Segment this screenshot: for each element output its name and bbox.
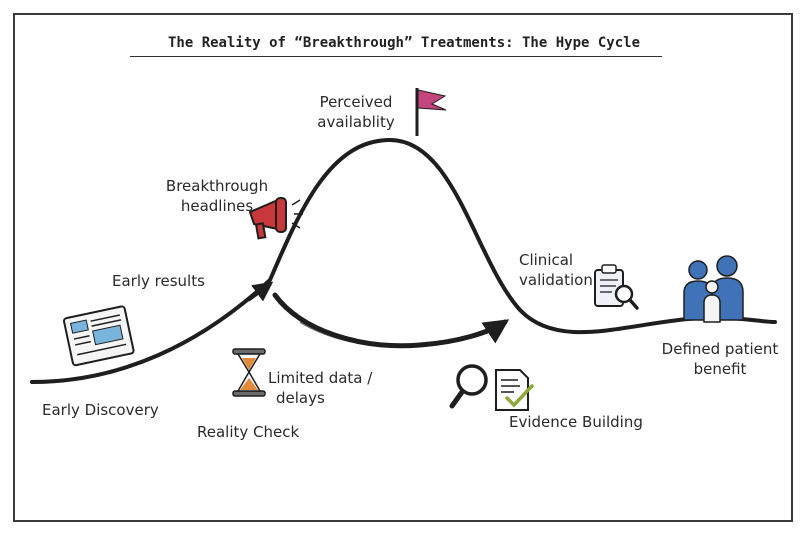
defined-patient-benefit-label: Defined patient benefit (661, 340, 779, 378)
evidence-building-label: Evidence Building (509, 413, 643, 431)
diagram-frame (13, 13, 793, 522)
clipboard-search-icon (594, 264, 639, 310)
title-underline (130, 56, 662, 57)
newspaper-icon (63, 305, 135, 367)
magnifier-icon (449, 364, 488, 409)
clinical-validation-label: Clinical validation (519, 251, 593, 289)
hype-curve (30, 137, 777, 384)
early-results-arrow (246, 281, 274, 302)
document-check-icon (495, 369, 534, 411)
reality-check-arrow (272, 292, 510, 349)
early-results-label: Early results (112, 272, 205, 290)
family-icon (683, 255, 744, 323)
hourglass-icon (232, 348, 266, 397)
reality-check-label: Reality Check (197, 423, 300, 441)
limited-data-label: Limited data / delays (268, 369, 373, 407)
breakthrough-headlines-label: Breakthrough headlines (165, 177, 269, 215)
diagram-title: The Reality of “Breakthrough” Treatments… (167, 35, 640, 51)
flag-icon (415, 88, 447, 136)
early-discovery-label: Early Discovery (42, 401, 159, 419)
megaphone-icon (248, 197, 303, 240)
perceived-availability-label: Perceived availablity (317, 93, 395, 131)
